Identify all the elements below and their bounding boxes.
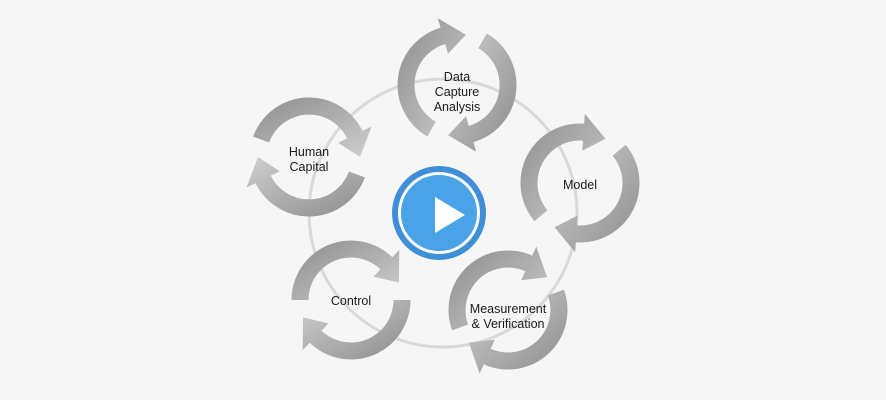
curved-arrow-icon xyxy=(291,240,400,300)
curved-arrow-icon xyxy=(520,113,606,222)
node-label-line: Model xyxy=(562,178,598,192)
node-label-line: Analysis xyxy=(433,100,481,114)
curved-arrow-icon xyxy=(448,246,548,331)
play-button-ring xyxy=(398,172,480,254)
play-icon xyxy=(435,197,465,233)
node-label-line: & Verification xyxy=(471,317,545,331)
node-label-line: Capture xyxy=(434,85,480,99)
cycle-arrow-loop xyxy=(397,18,517,152)
curved-arrow-icon xyxy=(302,300,411,360)
curved-arrow-icon xyxy=(246,157,365,217)
node-label-line: Measurement xyxy=(469,302,547,316)
cycle-arrow-loop xyxy=(520,113,640,253)
node-label-line: Control xyxy=(330,294,372,308)
cycle-arrow-loop xyxy=(246,97,372,217)
cycle-arrow-loop xyxy=(291,240,411,360)
node-label-human-capital: Human Capital xyxy=(239,145,379,175)
play-button[interactable] xyxy=(392,166,486,260)
node-label-line: Capital xyxy=(289,160,329,174)
curved-arrow-icon xyxy=(448,33,517,152)
node-label-control: Control xyxy=(281,294,421,309)
cycle-arrows-group xyxy=(246,18,640,374)
node-label-model: Model xyxy=(510,178,650,193)
node-label-data-capture-analysis: Data Capture Analysis xyxy=(387,70,527,115)
node-label-line: Human xyxy=(288,145,330,159)
curved-arrow-icon xyxy=(468,289,568,374)
curved-arrow-icon xyxy=(554,144,640,253)
cycle-arrow-loop xyxy=(448,246,568,374)
curved-arrow-icon xyxy=(253,97,372,157)
curved-arrow-icon xyxy=(397,18,466,137)
node-label-measurement-verification: Measurement & Verification xyxy=(438,302,578,332)
node-label-line: Data xyxy=(443,70,471,84)
